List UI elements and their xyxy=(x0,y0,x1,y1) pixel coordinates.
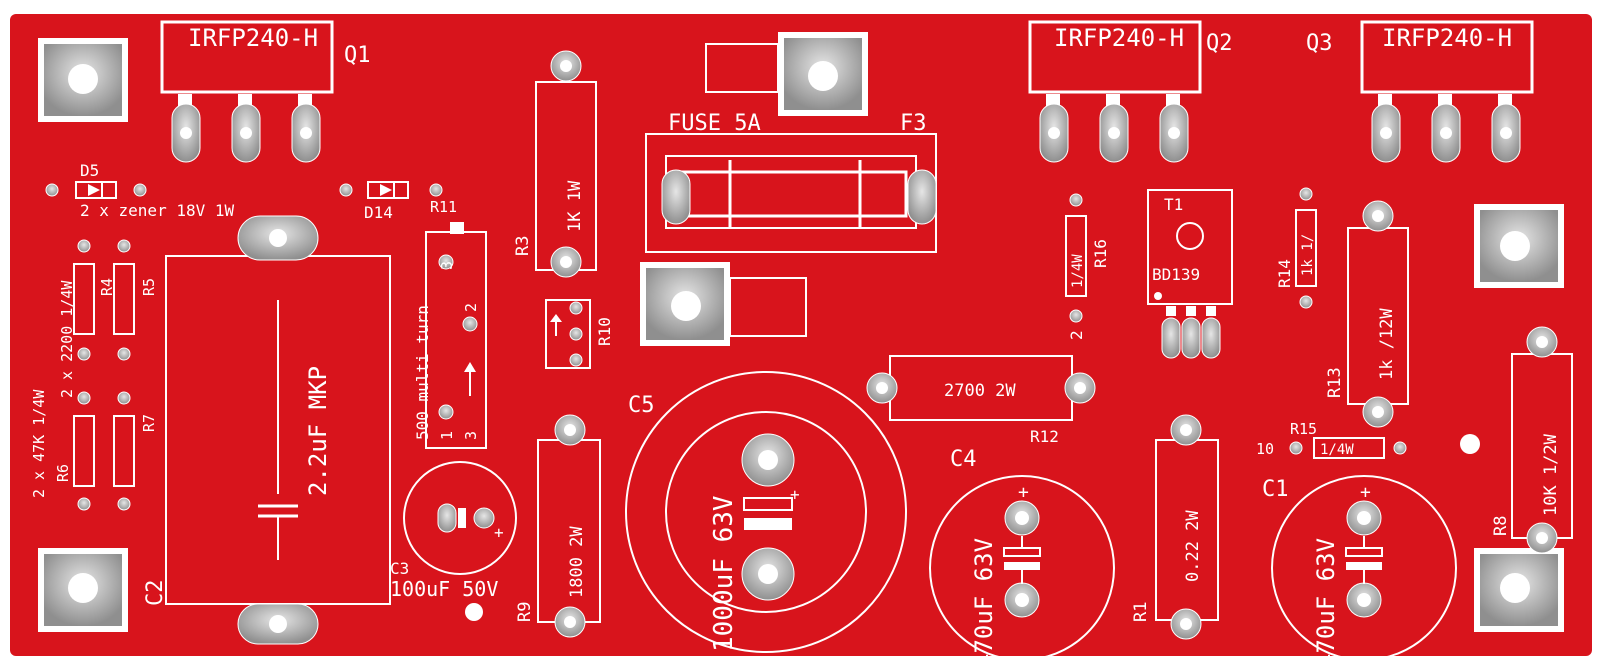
c4-plus-label: + xyxy=(1018,482,1029,503)
board-hole-right xyxy=(1460,434,1480,454)
mounting-tab-top-left xyxy=(38,38,128,122)
trimmer-r11 xyxy=(425,222,487,449)
r12-ref-label: R12 xyxy=(1030,427,1059,446)
c5-plus-label: + xyxy=(790,485,800,504)
r11-pin2-label: 2 xyxy=(462,303,480,312)
zener-note: 2 x zener 18V 1W xyxy=(80,201,234,220)
q3-part-label: IRFP240-H xyxy=(1382,24,1512,52)
c4-value-label: 470uF 63V xyxy=(970,538,998,668)
r16-pin-label: 2 xyxy=(1067,330,1086,340)
c2-value-label: 2.2uF MKP xyxy=(304,366,332,496)
resistor-r15 xyxy=(1289,437,1407,459)
mounting-tab-bottom-left xyxy=(38,548,128,632)
r15-value-label: 1/4W xyxy=(1320,442,1354,458)
capacitor-c3 xyxy=(403,461,517,575)
board-hole xyxy=(465,603,483,621)
q2-ref-label: Q2 xyxy=(1206,31,1233,56)
r3-value-label: 1K 1W xyxy=(565,180,585,232)
r11-arrow-icon xyxy=(464,362,476,396)
fuse-ref-label: F3 xyxy=(900,111,927,136)
r6-ref-label: R6 xyxy=(54,464,72,482)
r9-value-label: 1800 2W xyxy=(567,526,587,598)
d14-ref-label: D14 xyxy=(364,203,393,222)
c1-plus-label: + xyxy=(1360,482,1371,503)
transistor-q2 xyxy=(1028,20,1202,163)
r11-pin1-label: 1 xyxy=(438,431,456,440)
c5-value-label: 1000uF 63V xyxy=(709,495,739,652)
t1-part-label: BD139 xyxy=(1152,265,1200,284)
transistor-q3 xyxy=(1360,20,1534,163)
mounting-tab-center xyxy=(640,262,807,346)
resistor-r1 xyxy=(1155,414,1219,640)
capacitor-c4 xyxy=(929,475,1115,661)
resistor-r3 xyxy=(535,50,597,278)
resistor-r8 xyxy=(1511,326,1573,554)
diode-d14 xyxy=(339,181,443,199)
resistor-r12 xyxy=(866,355,1096,421)
r10-ref-label: R10 xyxy=(595,317,614,346)
resistor-r16 xyxy=(1065,193,1087,323)
r5-ref-label: R5 xyxy=(140,278,158,296)
resistor-r4 xyxy=(73,239,95,361)
resistor-r6 xyxy=(73,391,95,511)
transistor-q1 xyxy=(160,20,334,163)
q1-part-label: IRFP240-H xyxy=(188,24,318,52)
mounting-tab-bottom-right xyxy=(1474,548,1564,632)
r16-ref-label: R16 xyxy=(1091,239,1110,268)
d5-ref-label: D5 xyxy=(80,161,99,180)
c3-plus-label: + xyxy=(494,523,504,542)
r12-value-label: 2700 2W xyxy=(944,381,1016,401)
r6-r7-note: 2 x 47K 1/4W xyxy=(30,389,48,498)
resistor-r9 xyxy=(537,414,601,638)
mounting-tab-fuse xyxy=(705,32,868,116)
capacitor-c1 xyxy=(1271,475,1457,661)
r16-value-label: 1/4W xyxy=(1070,254,1086,288)
fuse-value-label: FUSE 5A xyxy=(668,111,761,136)
r3-ref-label: R3 xyxy=(513,236,533,256)
r8-ref-label: R8 xyxy=(1491,516,1511,536)
r11-ref-label: R11 xyxy=(430,198,457,216)
r15-pin-label: 10 xyxy=(1256,440,1274,458)
c3-ref-label: C3 xyxy=(390,559,409,578)
trimmer-r10 xyxy=(545,299,591,369)
transistor-t1 xyxy=(1147,189,1233,359)
resistor-r5 xyxy=(113,239,135,361)
r7-ref-label: R7 xyxy=(140,414,158,432)
q1-ref-label: Q1 xyxy=(344,43,371,68)
c3-value-label: 100uF 50V xyxy=(390,577,498,601)
mounting-tab-right xyxy=(1474,204,1564,288)
r1-ref-label: R1 xyxy=(1131,602,1151,622)
resistor-r13 xyxy=(1347,200,1409,428)
r11-pin3-label: 3 xyxy=(438,261,456,270)
r8-value-label: 10K 1/2W xyxy=(1541,433,1561,516)
r4-r5-note: 2 x 2200 1/4W xyxy=(58,280,76,398)
c2-ref-label: C2 xyxy=(143,580,168,607)
r14-value-label: 1k 1/ xyxy=(1300,234,1316,276)
c1-ref-label: C1 xyxy=(1262,477,1289,502)
r11-note: 500 multi turn xyxy=(413,305,432,440)
r15-ref-label: R15 xyxy=(1290,420,1317,438)
fuse-holder-f3 xyxy=(645,133,937,253)
r1-value-label: 0.22 2W xyxy=(1183,510,1203,582)
q3-ref-label: Q3 xyxy=(1306,31,1333,56)
c4-ref-label: C4 xyxy=(950,447,977,472)
q2-part-label: IRFP240-H xyxy=(1054,24,1184,52)
capacitor-c5 xyxy=(625,371,907,653)
r9-ref-label: R9 xyxy=(515,602,535,622)
r14-ref-label: R14 xyxy=(1275,259,1294,288)
c1-value-label: 470uF 63V xyxy=(1312,538,1340,668)
c5-ref-label: C5 xyxy=(628,393,655,418)
r13-value-label: 1k /12W xyxy=(1377,308,1397,380)
r11-pin3b-label: 3 xyxy=(462,431,480,440)
t1-ref-label: T1 xyxy=(1164,195,1183,214)
r4-ref-label: R4 xyxy=(98,278,116,296)
r13-ref-label: R13 xyxy=(1325,367,1345,398)
resistor-r7 xyxy=(113,391,135,511)
resistor-r14 xyxy=(1295,187,1317,309)
capacitor-c2 xyxy=(165,215,391,645)
diode-d5 xyxy=(45,181,147,199)
